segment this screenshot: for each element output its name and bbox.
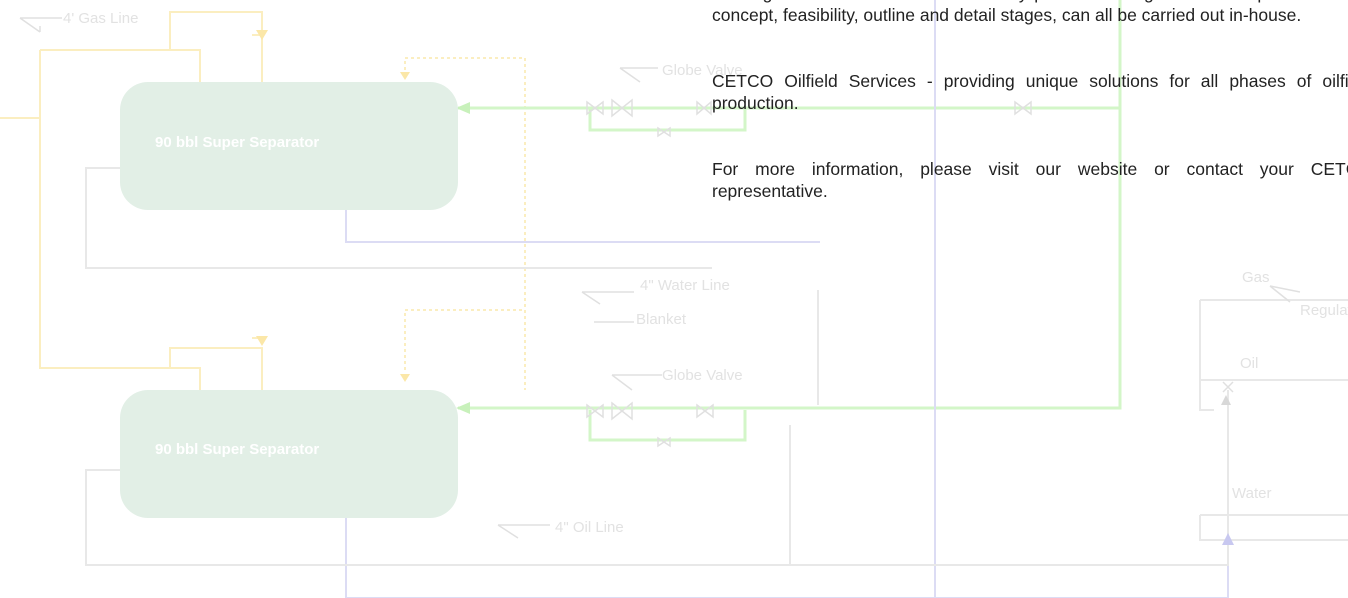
water-outlet-label: Water — [1232, 485, 1271, 502]
blanket-line — [404, 57, 526, 390]
callout-leaders — [19, 17, 1301, 539]
globe-valve-label: Globe Valve — [662, 367, 743, 384]
globe-valve-label: Globe Valve — [662, 62, 743, 79]
separator-tank-1: 90 bbl Super Separator — [120, 82, 458, 210]
valves — [586, 98, 1234, 448]
description-paragraph: CETCO Oilfield Services - providing uniq… — [712, 71, 1348, 113]
regulator-label: Regulator — [1300, 302, 1348, 319]
oil-line-label: 4" Oil Line — [555, 519, 624, 536]
water-line-label: 4" Water Line — [640, 277, 730, 294]
contact-paragraph: For more information, please visit our w… — [712, 159, 1348, 201]
separator-tank-2: 90 bbl Super Separator — [120, 390, 458, 518]
tank-label: 90 bbl Super Separator — [155, 134, 319, 151]
description-text-block: working to find the best solution for an… — [712, 0, 1348, 246]
description-paragraph: working to find the best solution for an… — [712, 0, 1348, 25]
blanket-label: Blanket — [636, 311, 687, 328]
oil-outlet-label: Oil — [1240, 355, 1258, 372]
water-line-network — [345, 0, 1229, 598]
flow-arrows — [256, 30, 1234, 545]
tank-label: 90 bbl Super Separator — [155, 441, 319, 458]
gas-outlet-label: Gas — [1242, 269, 1270, 286]
gas-line-label: 4' Gas Line — [63, 10, 138, 27]
